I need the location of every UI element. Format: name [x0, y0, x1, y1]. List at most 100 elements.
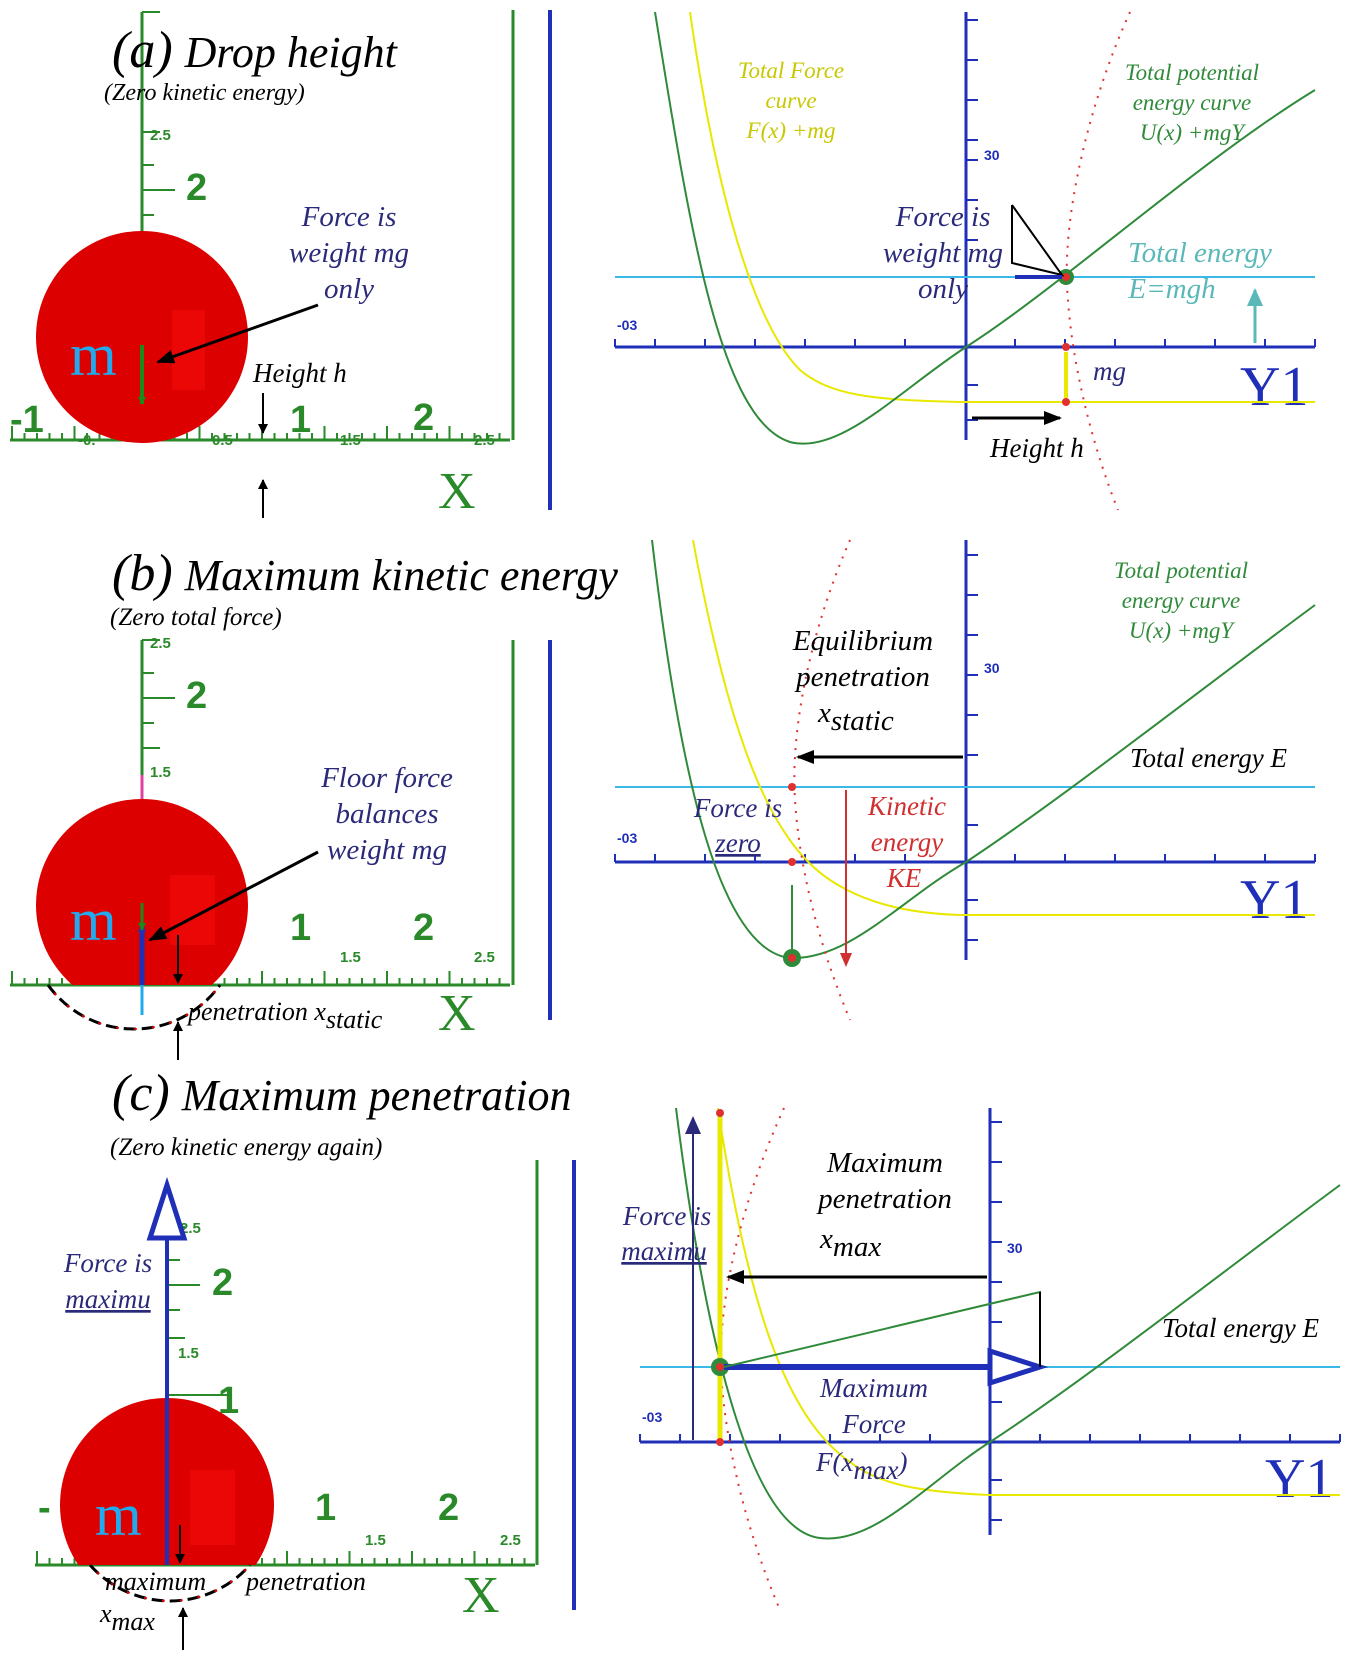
panel-b-xtick-2: 2: [413, 907, 434, 949]
panel-c-graph-tick-neg: -03: [642, 1409, 662, 1425]
panel-c-force-label-2: maximu: [65, 1284, 150, 1314]
panel-c-scene: 2.5 2 1.5 1 - 1 2 1.5 2.5 X m (c)Maximum…: [35, 1065, 576, 1650]
panel-a-ytick-2-5: 2.5: [150, 127, 171, 144]
panel-a-height-label: Height h: [252, 358, 347, 388]
panel-b-potential-label-1: Total potential: [1114, 558, 1248, 583]
panel-c-max-pen-1: maximum: [105, 1567, 206, 1596]
panel-a-axis-x: X: [438, 463, 476, 520]
panel-b-force-zero-1: Force is: [693, 793, 782, 823]
panel-c-graph-force-1: Force is: [622, 1201, 711, 1231]
panel-b-equilibrium-1: Equilibrium: [792, 625, 933, 657]
panel-a-potential-label-3: U(x) +mgY: [1140, 120, 1247, 145]
panel-b-force-pointer: [148, 850, 319, 942]
panel-a-mg-label: mg: [1093, 356, 1126, 386]
panel-c-xtick-1: 1: [315, 1487, 336, 1529]
panel-a-force-label-2: weight mg: [289, 237, 409, 269]
panel-b-scene: 2.5 2 1.5 1 2 1.5 2.5 X m (b)Maximum kin…: [10, 545, 618, 1060]
panel-b-xtick-1: 1: [290, 907, 311, 949]
panel-a-xtick-15: 1.5: [340, 432, 361, 449]
panel-b-ke-label-1: Kinetic: [867, 791, 946, 821]
panel-b-subtitle: (Zero total force): [110, 604, 282, 631]
panel-a-force-label-3: only: [324, 273, 374, 305]
panel-b-potential-curve: [651, 539, 1316, 960]
panel-b-force-label-2: balances: [335, 798, 438, 830]
panel-b-graph-tick-neg: -03: [617, 830, 637, 846]
panel-a-xtick-05: 0.5: [212, 432, 233, 449]
panel-a-force-curve-label-1: Total Force: [738, 58, 844, 83]
panel-b-ytick-1-5: 1.5: [150, 764, 171, 781]
panel-a-energy-label-2: E=mgh: [1127, 273, 1215, 305]
panel-c-penetration-outline: [88, 1564, 252, 1603]
panel-a-force-pointer: [156, 303, 319, 364]
panel-c-force-label-1: Force is: [63, 1248, 152, 1278]
panel-a-xtick-2: 2: [413, 397, 434, 439]
panel-b-graph-tick-30: 30: [984, 660, 1000, 676]
panel-a-force-curve-label-3: F(x) +mg: [746, 118, 836, 143]
panel-a-potential-curve: [654, 11, 1316, 445]
panel-c-graph-max-pen-2: penetration: [816, 1183, 952, 1215]
panel-c-energy-label: Total energy E: [1162, 1313, 1319, 1343]
panel-b-ke-label-2: energy: [871, 827, 943, 857]
panel-b-mass-label: m: [70, 887, 117, 953]
panel-b-force-label-1: Floor force: [320, 762, 453, 794]
panel-c-graph-force-2: maximu: [621, 1236, 706, 1266]
panel-b-potential-label-3: U(x) +mgY: [1129, 618, 1236, 643]
panel-a-scene: 2.5 2 -1 1 2 -0. 0.5 1.5 2.5 X m (a)Drop…: [10, 10, 552, 520]
panel-c-ytick-1-5: 1.5: [178, 1345, 199, 1362]
panel-b-title: (b)Maximum kinetic energy: [112, 545, 618, 602]
panel-b-force-label-3: weight mg: [327, 834, 447, 866]
panel-b-potential-label-2: energy curve: [1122, 588, 1241, 613]
panel-a-force-curve: [689, 11, 1315, 403]
panel-a-xtick-neg05: -0.: [78, 432, 96, 449]
panel-a-potential-label-1: Total potential: [1125, 60, 1259, 85]
panel-c-ytick-2: 2: [212, 1262, 233, 1304]
panel-b-ytick-2-5: 2.5: [150, 635, 171, 652]
panel-c-xtick-15: 1.5: [365, 1532, 386, 1549]
panel-c-x-max: xmax: [99, 1599, 155, 1636]
panel-a-graph-height-label: Height h: [989, 433, 1084, 463]
panel-b-xtick-25: 2.5: [474, 949, 495, 966]
panel-b-penetration-label: penetration xstatic: [186, 997, 383, 1034]
panel-b-xtick-15: 1.5: [340, 949, 361, 966]
panel-a-subtitle: (Zero kinetic energy): [104, 80, 305, 106]
panel-c-graph-max-pen-1: Maximum: [826, 1147, 943, 1179]
panel-a-force-label-1: Force is: [301, 201, 397, 233]
panel-a-graph-force-2: weight mg: [883, 237, 1003, 269]
panel-a-xtick-25: 2.5: [474, 432, 495, 449]
panel-a-graph: 30 -03 Y1 Total Force curve F(x) +mg Tot…: [614, 11, 1316, 511]
panel-a-title: (a)Drop height: [112, 22, 399, 79]
panel-a-graph-force-3: only: [918, 273, 968, 305]
panel-c-graph: 30 -03 Y1 Force is maximu Maximum penetr…: [621, 1107, 1341, 1611]
panel-c-graph-tick-30: 30: [1007, 1240, 1023, 1256]
panel-c-subtitle: (Zero kinetic energy again): [110, 1134, 382, 1161]
panel-c-xtick-dash: -: [38, 1487, 51, 1529]
panel-b-axis-x: X: [438, 985, 476, 1042]
panel-c-xtick-25: 2.5: [500, 1532, 521, 1549]
panel-a-energy-label-1: Total energy: [1128, 237, 1272, 269]
panel-b-ytick-2: 2: [186, 675, 207, 717]
panel-c-mass-label: m: [95, 1482, 142, 1548]
panel-c-axis-x: X: [462, 1567, 500, 1624]
panel-b-equilibrium-2: penetration: [794, 661, 930, 693]
panel-b-dotted-curve: [793, 539, 851, 1021]
panel-c-title: (c)Maximum penetration: [112, 1065, 572, 1122]
panel-a-ytick-2: 2: [186, 167, 207, 209]
panel-b-ruler: [11, 971, 501, 985]
panel-b-graph: 30 -03 Y1 Total potential energy curve U…: [614, 539, 1316, 1021]
panel-a-mass-label: m: [70, 322, 117, 388]
panel-a-potential-label-2: energy curve: [1133, 90, 1252, 115]
panel-c-max-force-2: Force: [841, 1409, 905, 1439]
panel-b-x-static: xstatic: [817, 697, 894, 737]
panel-a-force-curve-label-2: curve: [765, 88, 816, 113]
panel-c-max-pen-2: penetration: [244, 1567, 366, 1596]
panel-c-max-force-1: Maximum: [819, 1373, 928, 1403]
panel-a-graph-tick-neg: -03: [617, 317, 637, 333]
panel-b-force-zero-2: zero: [714, 828, 761, 858]
panel-c-ytick-1: 1: [218, 1380, 239, 1422]
panel-c-force-curve: [717, 1107, 1340, 1496]
panel-a-graph-axis-y1: Y1: [1240, 356, 1308, 418]
panel-c-graph-axis-y1: Y1: [1265, 1448, 1333, 1510]
panel-c-xtick-2: 2: [438, 1487, 459, 1529]
panel-a-xtick-neg1: -1: [10, 399, 44, 441]
